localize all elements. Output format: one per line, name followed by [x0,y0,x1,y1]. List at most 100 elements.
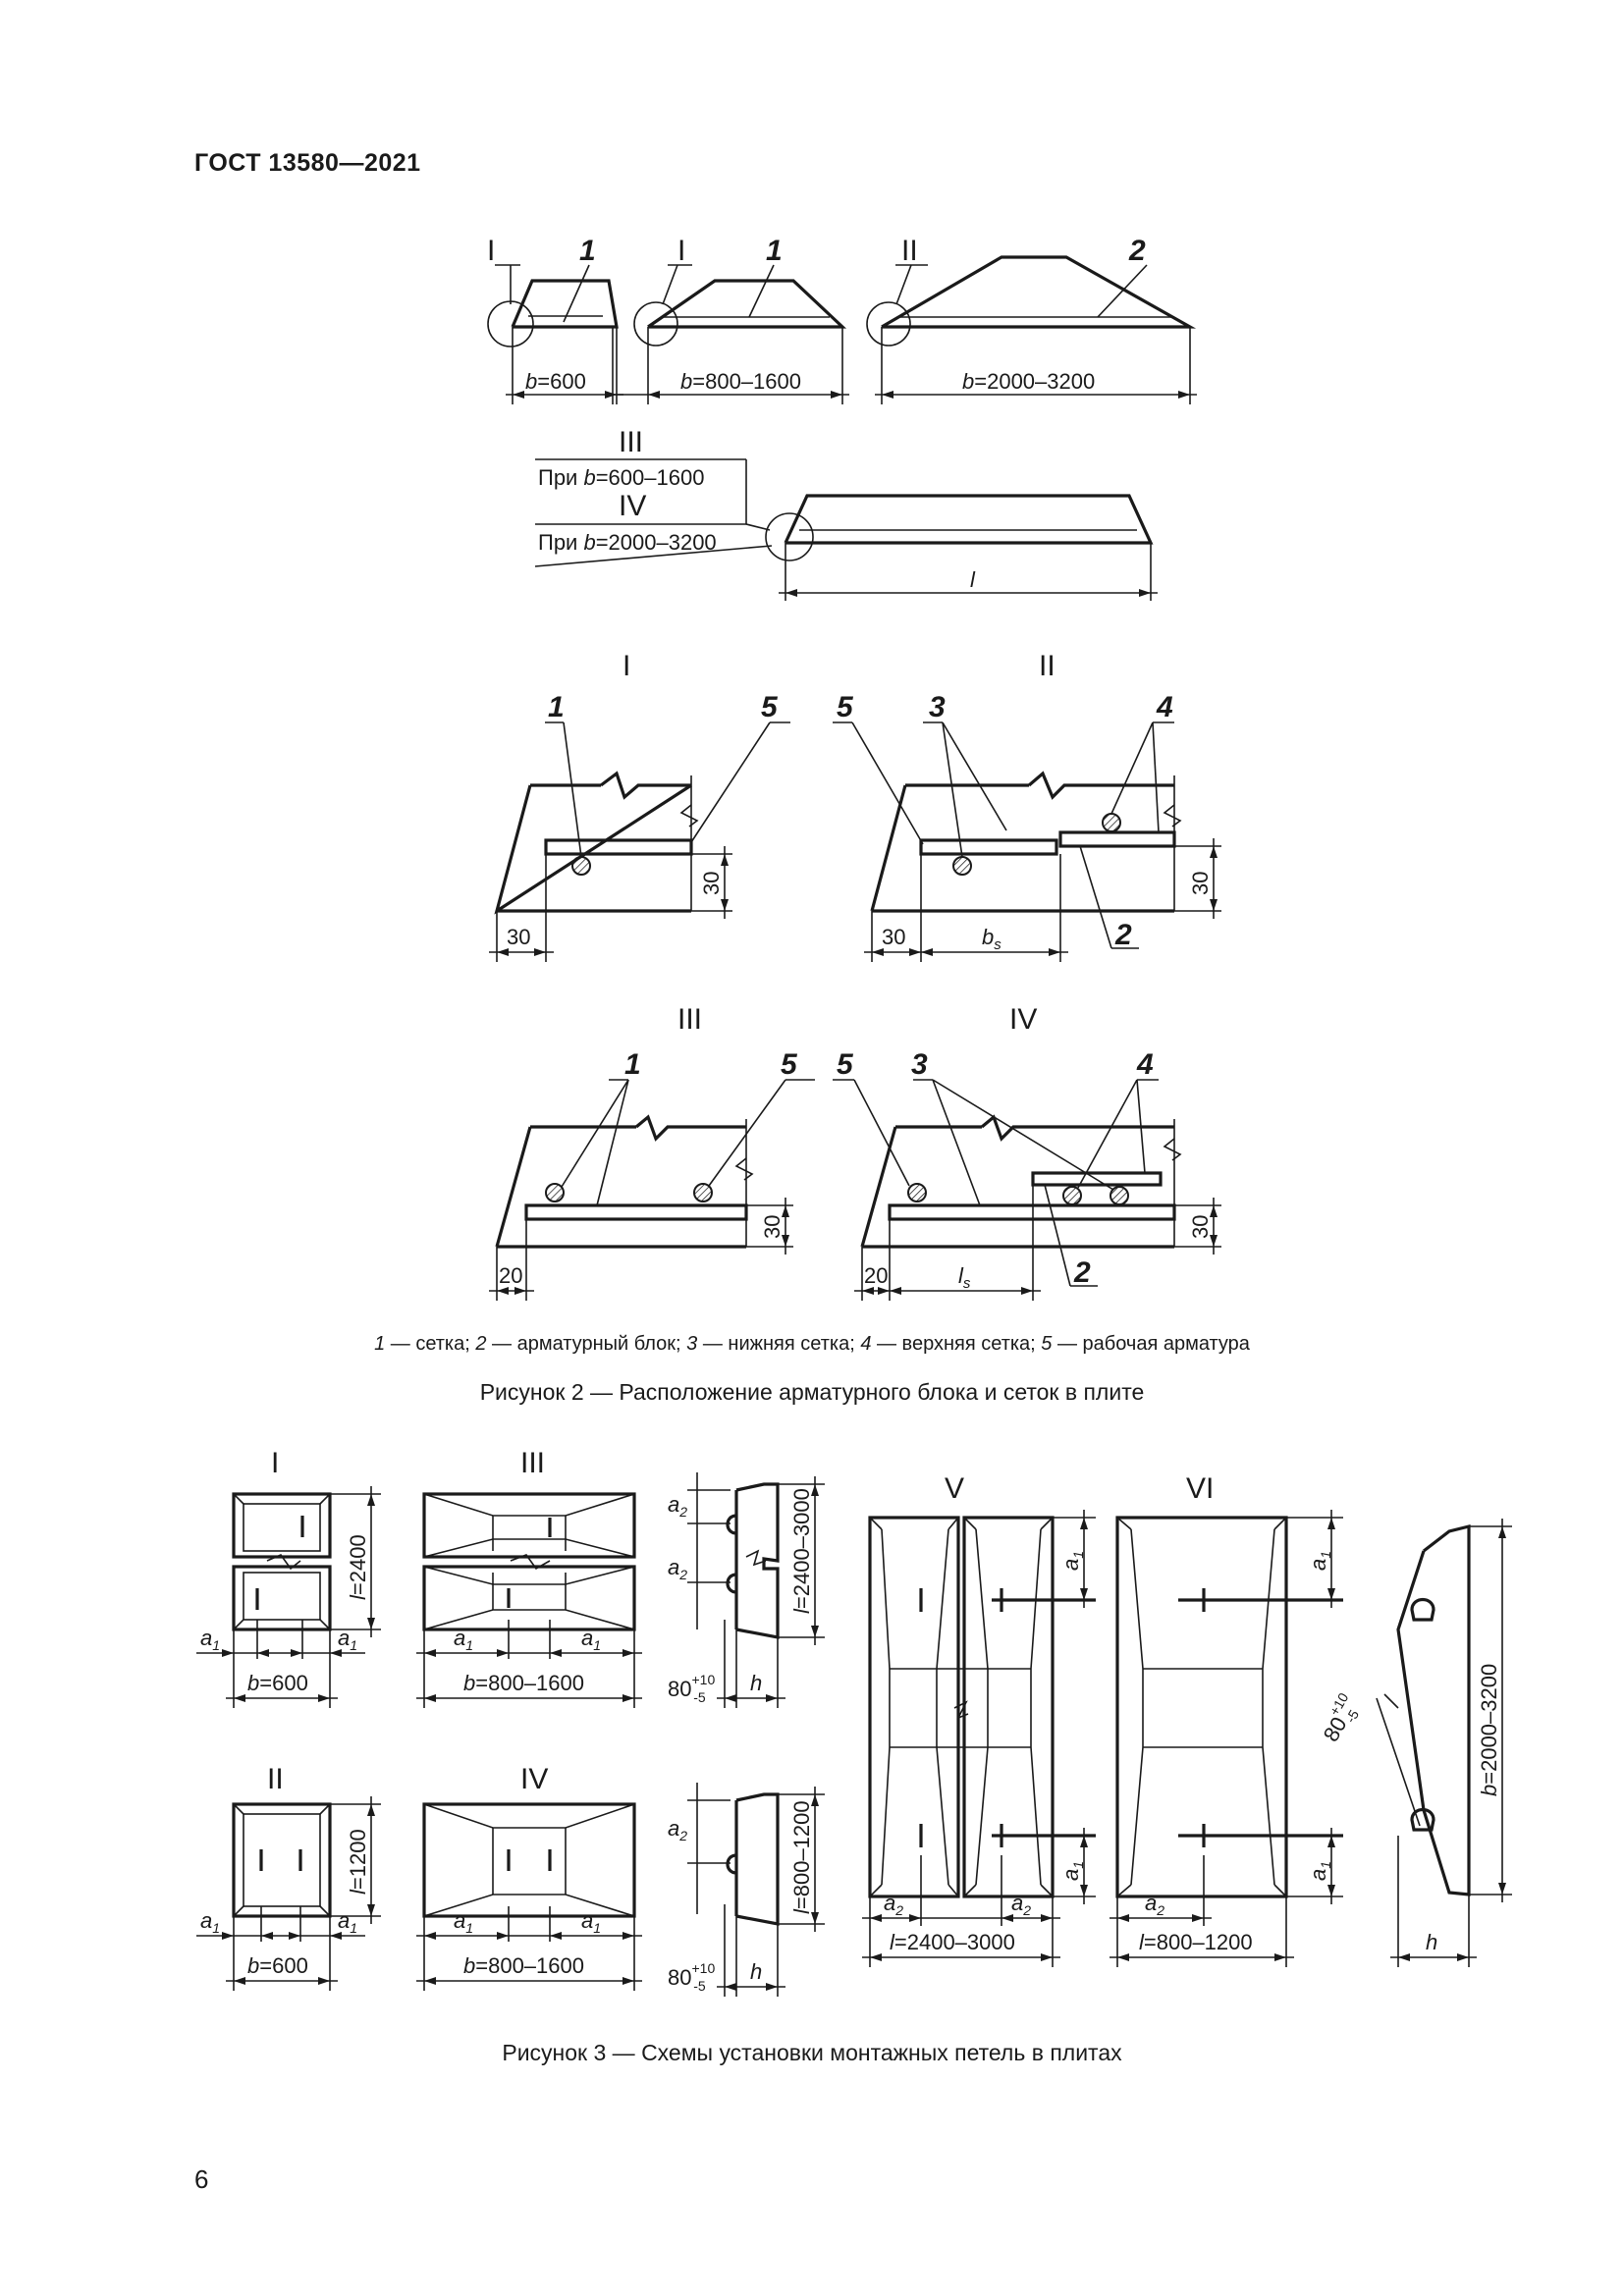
detail-ii-dim-bottom: 30 [882,925,905,949]
side-c-h: h [1426,1930,1437,1954]
svg-text:80+10-5: 80+10-5 [1314,1690,1367,1748]
detail-iii-callout-5: 5 [781,1048,798,1081]
svg-text:l=1200: l=1200 [346,1829,370,1895]
section-b600-callout: 1 [579,235,596,267]
detail-iv-title: IV [1009,1003,1037,1036]
svg-text:l=800–1200: l=800–1200 [789,1800,814,1914]
detail-ii-bs-sub: s [994,936,1001,953]
legend-num-4: 4 [860,1333,872,1355]
legend-text-5: — рабочая арматура [1052,1333,1250,1355]
detail-iv-dim-bottom: 20 [864,1263,888,1288]
scheme-iii-b: =800–1600 [475,1671,584,1695]
svg-text:b=2000–3200: b=2000–3200 [1477,1664,1501,1796]
detail-ii-callout-2: 2 [1114,919,1132,951]
note-iv-post: =2000–3200 [596,530,717,555]
side-view-c: b=2000–3200 80+10-5 h [1314,1519,1512,1967]
svg-text:b=800–1600: b=800–1600 [680,369,801,394]
svg-text:80+10-5: 80+10-5 [668,1672,715,1705]
side-a-tol: 80 [668,1677,691,1701]
scheme-iv: IV a1 a1 b=800–1600 [416,1763,642,1991]
svg-text:При b=600–1600: При b=600–1600 [538,465,704,490]
svg-text:При b=2000–3200: При b=2000–3200 [538,530,717,555]
svg-text:a1: a1 [1058,1861,1086,1881]
note-iii-title: III [619,426,643,458]
section-b600-dim: =600 [537,369,586,394]
scheme-i-l: =2400 [346,1534,370,1595]
fig2-sections: I 1 b=600 I 1 b=800–1600 [487,235,1197,601]
scheme-v: V a1 a1 [862,1472,1096,1967]
svg-text:b=600: b=600 [247,1671,308,1695]
scheme-iii: III a1 a1 b=800–1600 [416,1447,642,1708]
scheme-ii-b: =600 [259,1953,308,1978]
detail-i-dim-bottom: 30 [507,925,530,949]
section-b800-var: b [680,369,692,394]
scheme-i: I l=2400 a1 a1 b=600 [196,1447,381,1708]
svg-text:l=800–1200: l=800–1200 [1139,1930,1253,1954]
svg-text:a2: a2 [668,1816,687,1843]
section-b2000-dim: =2000–3200 [974,369,1095,394]
scheme-vi: VI a1 a1 a2 l=800–1200 [1110,1472,1343,1967]
svg-text:l=2400: l=2400 [346,1534,370,1600]
side-b-tol-dn: -5 [693,1978,706,1994]
note-iv-title: IV [619,490,646,522]
detail-i-callout-1: 1 [548,691,565,723]
detail-iv-callout-5: 5 [837,1048,854,1081]
detail-ii: II 5 3 4 2 30 [833,650,1221,962]
section-b600-var: b [525,369,537,394]
svg-text:b=600: b=600 [247,1953,308,1978]
svg-text:b=800–1600: b=800–1600 [463,1671,584,1695]
section-longitudinal: III При b=600–1600 IV При b=2000–3200 l [534,426,1158,601]
scheme-i-b: =600 [259,1671,308,1695]
detail-ii-callout-3: 3 [929,691,946,723]
detail-iii-dim-right: 30 [760,1215,785,1239]
detail-iii-dim-bottom: 20 [499,1263,522,1288]
scheme-ii-title: II [267,1763,284,1795]
section-b800-callout: 1 [766,235,783,267]
detail-iv-callout-3: 3 [911,1048,928,1081]
scheme-i-a1-left: a1 [200,1626,220,1653]
detail-ii-callout-4: 4 [1156,691,1173,723]
scheme-vi-l: =800–1200 [1144,1930,1253,1954]
scheme-v-title: V [945,1472,964,1505]
legend-num-3: 3 [686,1333,698,1355]
svg-text:b=600: b=600 [525,369,586,394]
legend-text-2: — арматурный блок; [486,1333,687,1355]
svg-text:l=2400–3000: l=2400–3000 [890,1930,1015,1954]
detail-iii-title: III [677,1003,702,1036]
side-b-tol-up: +10 [691,1960,715,1976]
figure2-caption: Рисунок 2 — Расположение арматурного бло… [479,1379,1145,1405]
detail-iv: IV 5 3 4 2 30 [833,1003,1221,1301]
side-view-a: a2 a2 l=2400–3000 80+10-5 h [668,1472,825,1708]
section-b2000-callout: 2 [1128,235,1146,267]
section-b2000-roman: II [901,235,918,267]
legend-text-1: — сетка; [385,1333,476,1355]
section-b600-roman: I [487,235,495,267]
legend-num-5: 5 [1041,1333,1053,1355]
note-iv-var: b [583,530,595,555]
legend-text-3: — нижняя сетка; [697,1333,861,1355]
section-b800-dim: =800–1600 [692,369,801,394]
detail-iv-ls-var: l [958,1263,964,1288]
side-b-l: =800–1200 [789,1800,814,1909]
detail-ii-bs-var: b [982,925,994,949]
side-b-h: h [750,1959,762,1984]
side-a-h: h [750,1671,762,1695]
svg-text:bs: bs [982,925,1001,953]
detail-i-callout-5: 5 [761,691,779,723]
detail-iv-ls-sub: s [963,1275,971,1292]
scheme-ii-l: =1200 [346,1829,370,1890]
side-b-tol: 80 [668,1965,691,1990]
note-iv-pre: При [538,530,583,555]
section-b2000-3200: II 2 b=2000–3200 [866,235,1197,404]
section-b800-1600: I 1 b=800–1600 [606,235,849,404]
section-b800-roman: I [677,235,685,267]
svg-text:a1: a1 [1058,1551,1086,1571]
svg-text:a2: a2 [1145,1891,1164,1918]
svg-text:b=800–1600: b=800–1600 [463,1953,584,1978]
side-c-b: =2000–3200 [1477,1664,1501,1785]
svg-text:a1: a1 [200,1908,220,1936]
svg-text:a1: a1 [454,1908,473,1936]
detail-ii-title: II [1039,650,1056,682]
detail-iv-dim-right: 30 [1188,1215,1213,1239]
